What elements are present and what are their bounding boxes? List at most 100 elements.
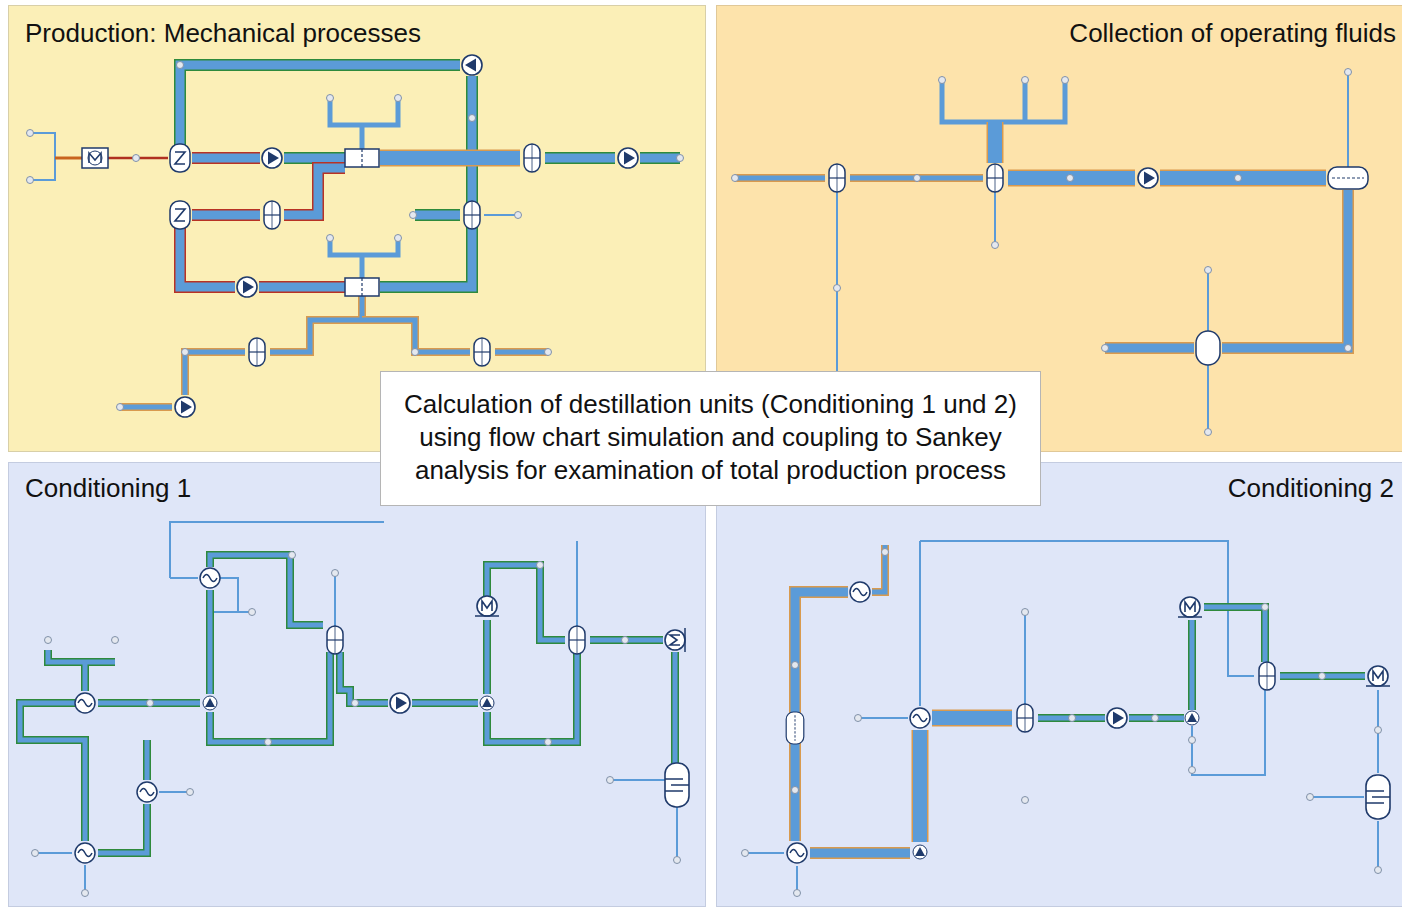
- flowsheet-use: [569, 626, 585, 654]
- flowsheet-path: [180, 227, 235, 287]
- flowsheet-path: [415, 211, 460, 220]
- flowsheet-use: [345, 278, 379, 296]
- flowsheet-use: [1196, 331, 1220, 365]
- flowsheet-path: [795, 592, 848, 714]
- panel-heading: Conditioning 2: [1228, 473, 1394, 503]
- flowsheet-use: [1107, 708, 1127, 728]
- flowsheet-use: [27, 130, 34, 137]
- flowsheet-use: [1205, 267, 1212, 274]
- flowsheet-path: [259, 281, 345, 293]
- flowsheet-use: [249, 609, 256, 616]
- flowsheet-use: [622, 637, 629, 644]
- flowsheet-use: [480, 696, 494, 710]
- flowsheet-use: [1235, 175, 1242, 182]
- flowsheet-path: [988, 122, 1002, 163]
- flowsheet-use: [327, 626, 343, 654]
- flowsheet-use: [112, 637, 119, 644]
- flowsheet-use: [1102, 345, 1109, 352]
- flowsheet-use: [352, 700, 359, 707]
- flowsheet-use: [395, 95, 402, 102]
- flowsheet-use: [1366, 775, 1390, 819]
- flowsheet-path: [1222, 190, 1348, 348]
- flowsheet-path: [795, 592, 848, 714]
- flowsheet-path: [48, 650, 115, 691]
- flowsheet-path: [120, 403, 172, 411]
- panel-heading: Collection of operating fluids: [1069, 18, 1396, 48]
- flowsheet-use: [75, 693, 95, 713]
- flowsheet-use: [27, 177, 34, 184]
- flowsheet-use: [200, 568, 220, 588]
- flowsheet-path: [545, 154, 615, 163]
- flowsheet-path: [495, 350, 548, 355]
- flowsheet-path: [362, 320, 470, 352]
- flowsheet-path: [35, 792, 190, 893]
- flowsheet-use: [203, 696, 217, 710]
- flowsheet-use: [332, 570, 339, 577]
- flowsheet-g: [27, 55, 684, 417]
- flowsheet-use: [1022, 609, 1029, 616]
- flowsheet-use: [82, 148, 108, 168]
- flowsheet-use: [665, 628, 685, 652]
- panel-heading: Conditioning 1: [25, 473, 191, 503]
- flowsheet-use: [913, 845, 927, 859]
- flowsheet-path: [810, 849, 910, 858]
- flowsheet-path: [340, 652, 388, 703]
- flowsheet-use: [787, 843, 807, 863]
- flowsheet-use: [834, 285, 841, 292]
- flowsheet-path: [789, 742, 801, 841]
- flowsheet-use: [742, 850, 749, 857]
- flowsheet-use: [992, 242, 999, 249]
- flowsheet-path: [1160, 170, 1326, 187]
- flowsheet-path: [919, 541, 921, 706]
- flowsheet-path: [340, 652, 388, 703]
- flowsheet-path: [30, 133, 55, 180]
- flowsheet-path: [836, 192, 838, 371]
- flowsheet-path: [640, 152, 680, 164]
- note-box: Calculation of destillation units (Condi…: [380, 371, 1041, 506]
- flowsheet-use: [855, 715, 862, 722]
- flowsheet-use: [410, 212, 417, 219]
- flowsheet-use: [1366, 666, 1390, 686]
- flowsheet-use: [1185, 711, 1199, 725]
- flowsheet-path: [468, 76, 477, 203]
- flowsheet-path: [942, 80, 1065, 122]
- flowsheet-use: [987, 164, 1003, 192]
- flowsheet-use: [1022, 77, 1029, 84]
- flowsheet-path: [1280, 672, 1365, 680]
- flowsheet-g: [20, 522, 689, 897]
- flowsheet-use: [792, 787, 799, 794]
- flowsheet-path: [495, 348, 548, 356]
- flowsheet-use: [1345, 345, 1352, 352]
- flowsheet-rect: [9, 463, 706, 907]
- panel-heading: Production: Mechanical processes: [25, 18, 421, 48]
- flowsheet-use: [265, 739, 272, 746]
- flowsheet-use: [147, 700, 154, 707]
- flowsheet-use: [792, 662, 799, 669]
- flowsheet-use: [914, 175, 921, 182]
- flowsheet-use: [249, 338, 265, 366]
- flowsheet-path: [192, 209, 260, 221]
- flowsheet-use: [1375, 727, 1382, 734]
- flowsheet-use: [1062, 77, 1069, 84]
- flowsheet-path: [850, 176, 983, 181]
- flowsheet-path: [192, 154, 260, 163]
- flowsheet-path: [487, 652, 577, 742]
- flowsheet-path: [380, 150, 520, 167]
- flowsheet-path: [1105, 344, 1194, 353]
- flowsheet-path: [576, 541, 578, 628]
- flowsheet-use: [794, 890, 801, 897]
- flowsheet-path: [1190, 620, 1195, 710]
- flowsheet-use: [474, 338, 490, 366]
- flowsheet-path: [932, 711, 1012, 725]
- flowsheet-use: [850, 582, 870, 602]
- flowsheet-path: [284, 154, 345, 163]
- flowsheet-path: [192, 152, 260, 164]
- flowsheet-use: [327, 95, 334, 102]
- flowsheet-path: [987, 122, 1004, 163]
- flowsheet-g: [742, 541, 1391, 897]
- flowsheet-use: [1022, 797, 1029, 804]
- flowsheet-path: [170, 522, 384, 578]
- flowsheet-path: [912, 730, 929, 842]
- flowsheet-path: [120, 405, 172, 410]
- flowsheet-path: [210, 555, 323, 625]
